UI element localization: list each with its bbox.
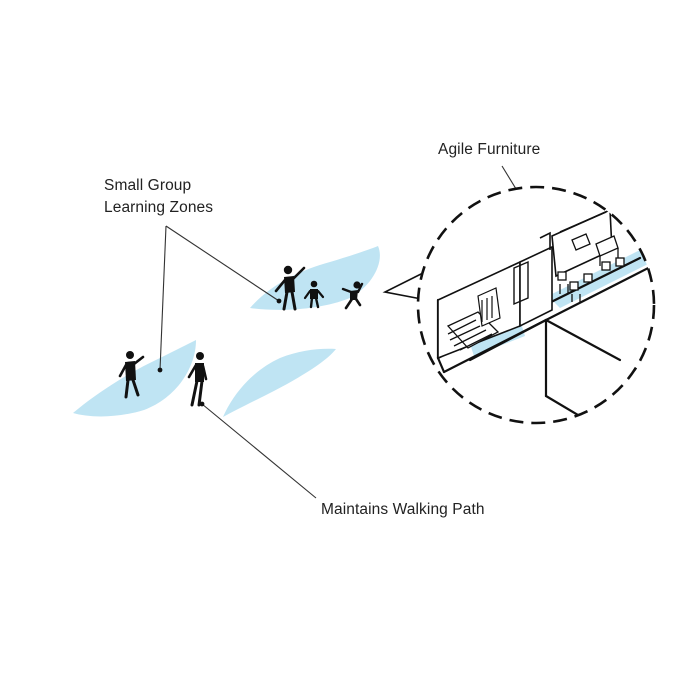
zone-upper [250,246,380,310]
label-small-group-learning-zones: Small Group Learning Zones [104,175,213,219]
dot-upper-zone [276,298,282,304]
label-maintains-walking-path: Maintains Walking Path [321,501,485,518]
detail-bubble [416,185,656,425]
dot-walking-path [199,401,205,407]
learning-zones [73,246,380,417]
person-upper-child [303,280,325,309]
zone-walking-path [223,348,336,417]
leader-small-group-to-upper [165,225,280,302]
person-upper-tall [274,265,306,311]
interior-shelf [477,287,501,327]
person-left-pointing [118,351,145,399]
leader-small-group-to-left [159,225,167,371]
label-agile-furniture: Agile Furniture [438,141,541,158]
building-interior [418,187,654,423]
label-small-group-line1: Small Group [104,177,192,194]
interior-agile-furniture [557,233,625,302]
person-walking [187,352,208,407]
dot-left-zone [157,367,163,373]
label-small-group-line2: Learning Zones [104,199,214,216]
leader-walking-path [201,403,317,499]
detail-bubble-outline [416,185,656,425]
people [118,265,364,407]
person-upper-jumping [341,281,364,310]
